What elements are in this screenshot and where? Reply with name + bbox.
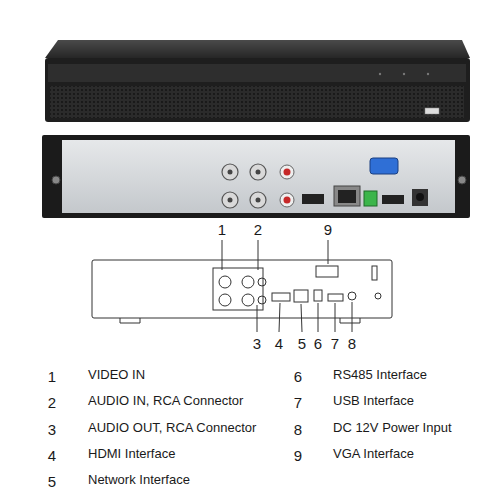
callout-number: 8 bbox=[348, 335, 356, 352]
callout-number: 9 bbox=[324, 221, 332, 238]
callout-number: 6 bbox=[314, 335, 322, 352]
part-name: AUDIO OUT, RCA Connector bbox=[88, 420, 256, 435]
list-number: 6 bbox=[294, 368, 302, 385]
callout-number: 5 bbox=[298, 335, 306, 352]
list-number: 9 bbox=[294, 447, 302, 464]
list-number: 8 bbox=[294, 421, 302, 438]
part-name: DC 12V Power Input bbox=[333, 420, 452, 435]
callout-number: 2 bbox=[254, 221, 262, 238]
list-number: 1 bbox=[48, 368, 56, 385]
callout-number: 1 bbox=[218, 221, 226, 238]
callout-number: 4 bbox=[275, 335, 283, 352]
part-name: Network Interface bbox=[88, 472, 190, 487]
list-number: 2 bbox=[48, 394, 56, 411]
list-number: 3 bbox=[48, 421, 56, 438]
rear-panel-drawing bbox=[92, 260, 392, 323]
part-name: USB Interface bbox=[333, 393, 414, 408]
list-number: 7 bbox=[294, 394, 302, 411]
part-name: VGA Interface bbox=[333, 446, 414, 461]
front-view bbox=[45, 40, 470, 122]
list-number: 4 bbox=[48, 447, 56, 464]
list-number: 5 bbox=[48, 473, 56, 490]
rear-view bbox=[42, 135, 470, 218]
part-name: VIDEO IN bbox=[88, 367, 145, 382]
leader-lines bbox=[222, 240, 352, 332]
part-name: HDMI Interface bbox=[88, 446, 175, 461]
part-name: AUDIO IN, RCA Connector bbox=[88, 393, 243, 408]
callout-number: 7 bbox=[331, 335, 339, 352]
part-name: RS485 Interface bbox=[333, 367, 427, 382]
callout-number: 3 bbox=[253, 335, 261, 352]
